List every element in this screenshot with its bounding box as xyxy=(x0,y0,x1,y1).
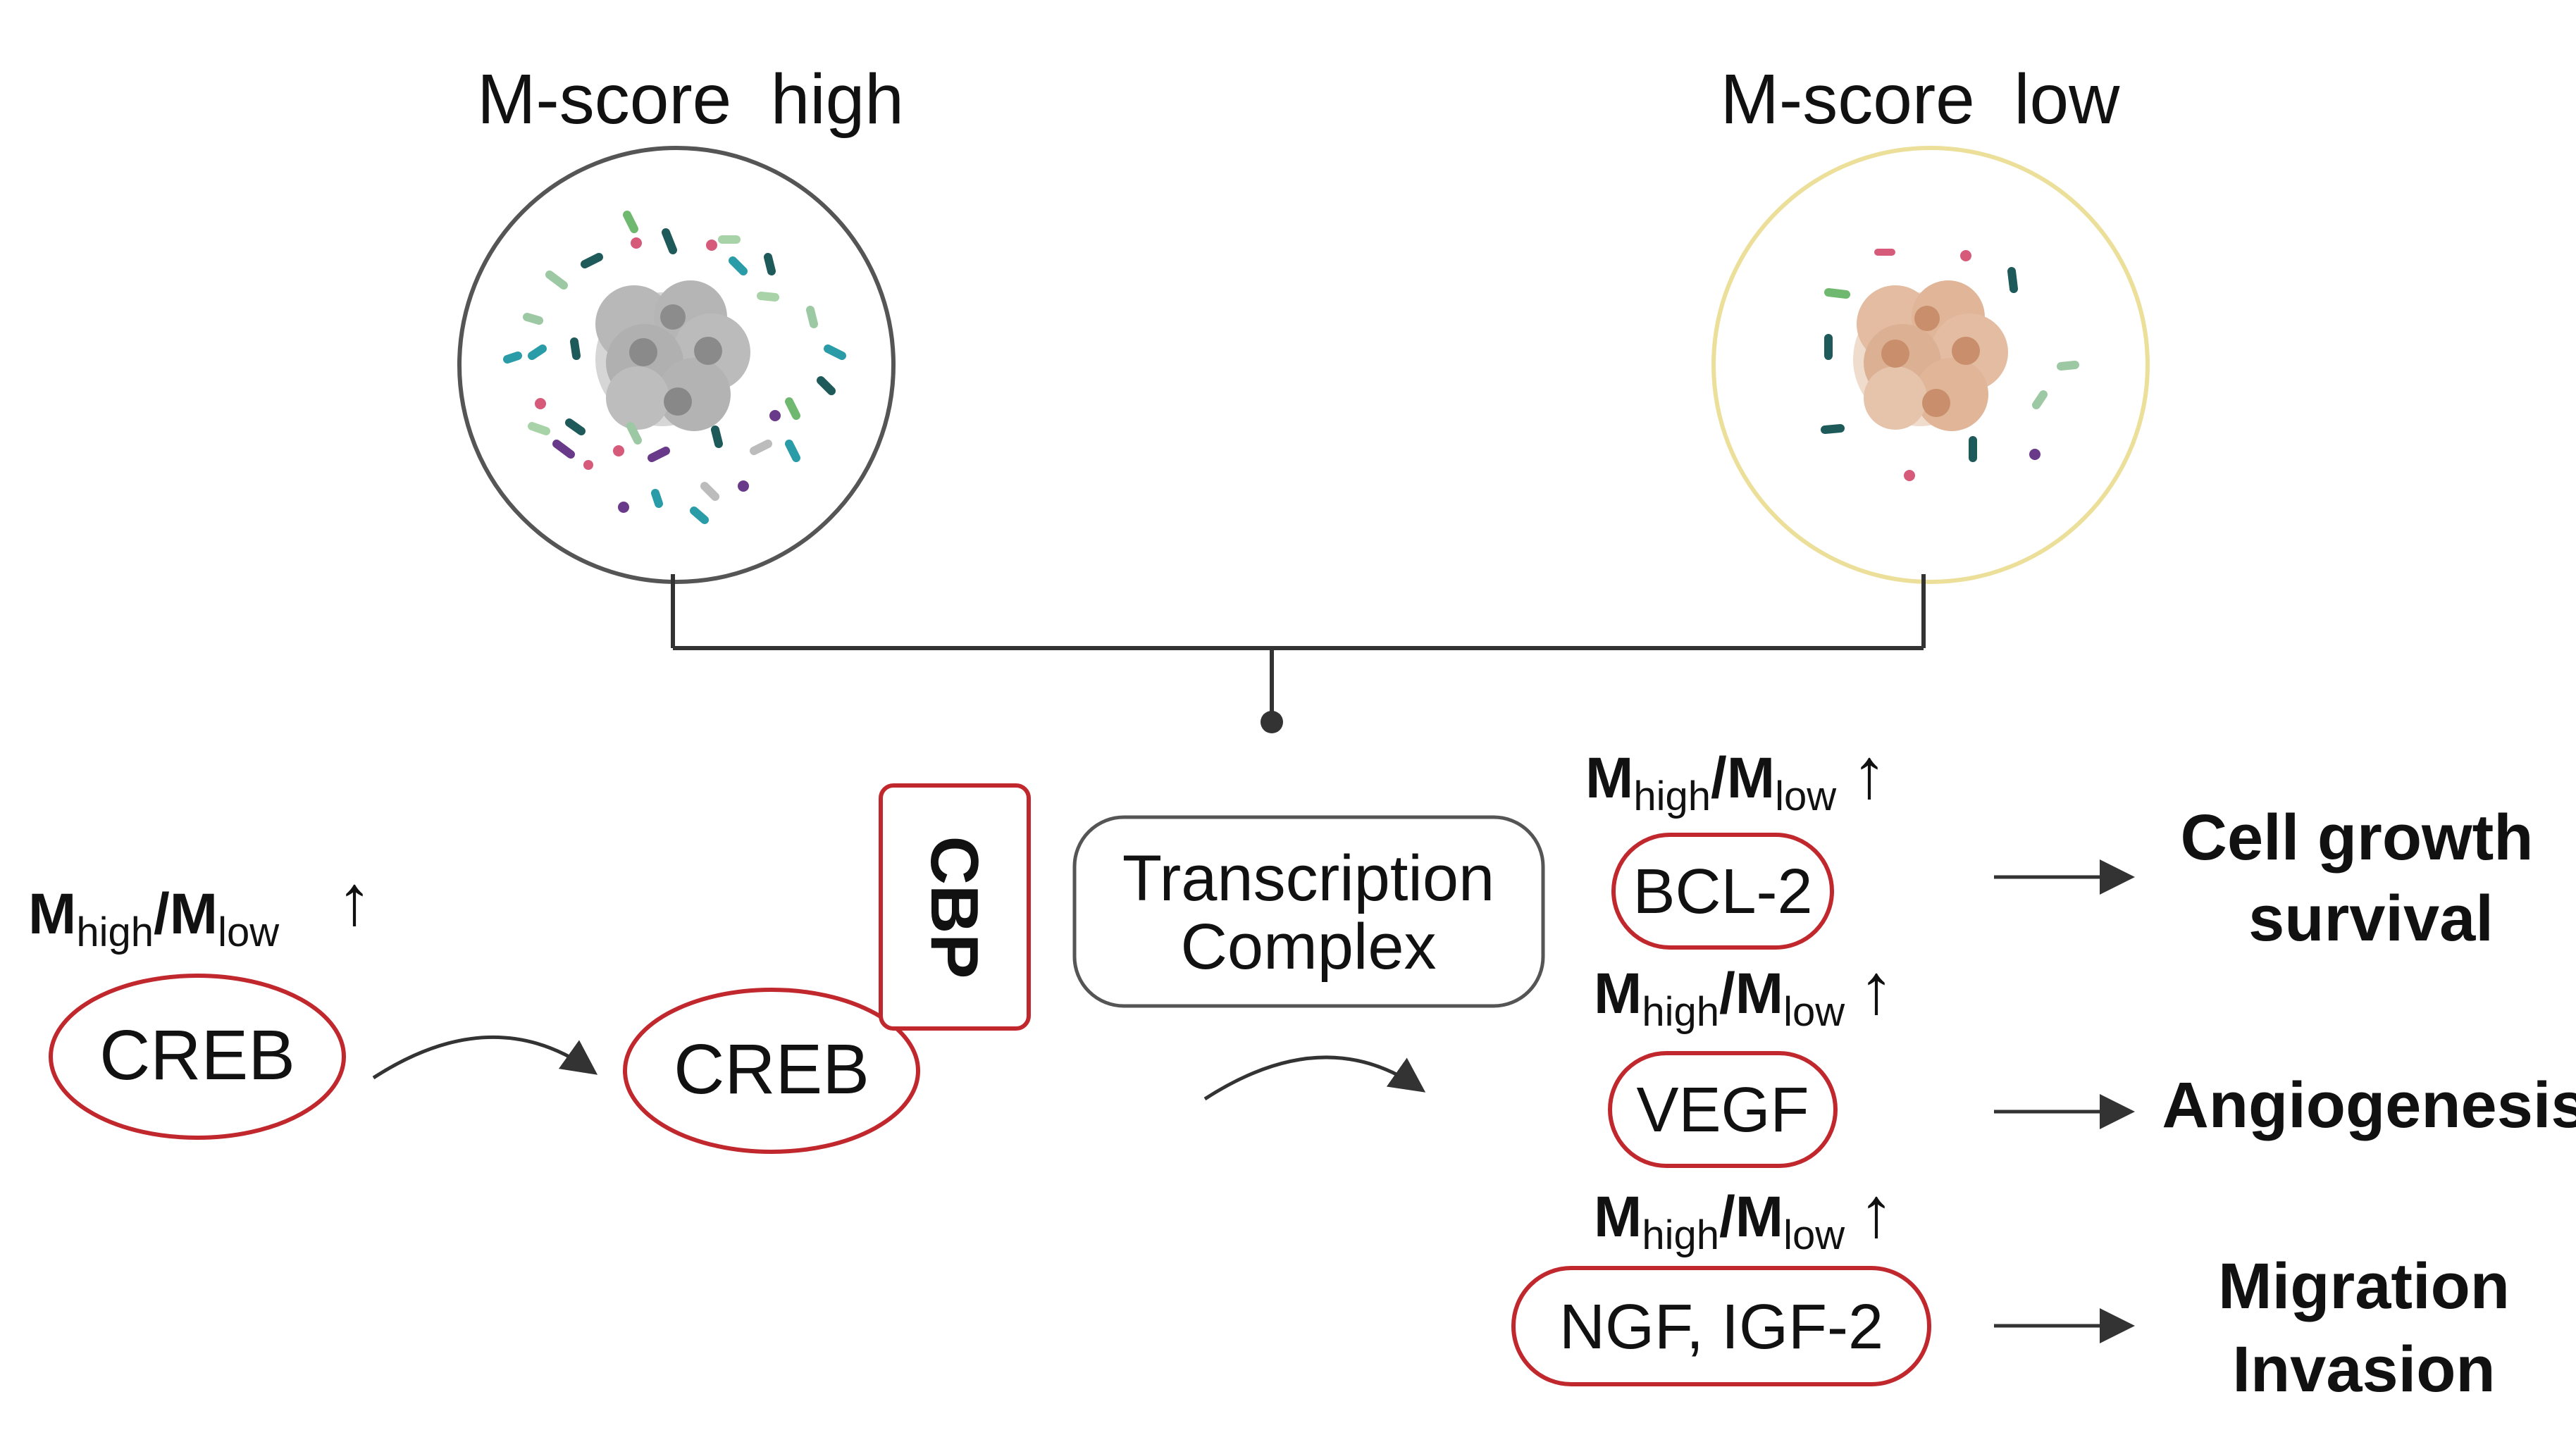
svg-text:Mhigh/Mlow: Mhigh/Mlow xyxy=(1585,746,1837,819)
creb-node-right: CREB xyxy=(623,988,920,1154)
bracket-endpoint-dot xyxy=(1261,711,1283,733)
up-arrow-icon: ↑ xyxy=(337,861,372,940)
outcome-cell-growth: Cell growth survival xyxy=(2181,802,2534,955)
svg-text:Mhigh/Mlow: Mhigh/Mlow xyxy=(1594,1185,1845,1258)
bacteria-high xyxy=(503,211,846,524)
svg-text:Migration: Migration xyxy=(2218,1250,2510,1322)
m-score-low-circle xyxy=(1711,146,2150,584)
ratio-label-vegf: Mhigh/Mlow ↑ xyxy=(1594,950,1894,1035)
svg-text:survival: survival xyxy=(2248,883,2494,955)
arrow-creb-to-creb xyxy=(372,1035,598,1080)
ratio-label-creb: Mhigh/Mlow ↑ xyxy=(28,861,372,955)
svg-text:Invasion: Invasion xyxy=(2232,1334,2495,1405)
tumor-cluster-gray xyxy=(595,280,750,431)
svg-text:BCL-2: BCL-2 xyxy=(1633,857,1812,927)
outcome-migration: Migration Invasion xyxy=(2218,1250,2510,1405)
ngf-igf2-node: NGF, IGF-2 xyxy=(1511,1266,1931,1386)
m-score-high-circle xyxy=(457,146,896,584)
svg-text:Cell growth: Cell growth xyxy=(2181,802,2534,874)
outcome-angiogenesis: Angiogenesis xyxy=(2162,1069,2576,1141)
tumor-cluster-tan xyxy=(1853,280,2008,431)
bcl2-node: BCL-2 xyxy=(1611,833,1834,950)
bacteria-low xyxy=(1821,249,2079,481)
arrow-complex-to-targets xyxy=(1203,1055,1426,1101)
svg-text:CREB: CREB xyxy=(99,1016,295,1095)
svg-text:NGF, IGF-2: NGF, IGF-2 xyxy=(1559,1292,1883,1362)
svg-text:Mhigh/Mlow: Mhigh/Mlow xyxy=(28,882,280,955)
m-score-low-title: M-score low xyxy=(1721,60,2121,139)
up-arrow-icon: ↑ xyxy=(1859,950,1894,1029)
cbp-node: CBP xyxy=(879,783,1031,1031)
svg-text:Transcription: Transcription xyxy=(1122,843,1494,914)
transcription-complex-node: Transcription Complex xyxy=(1072,815,1545,1008)
vegf-node: VEGF xyxy=(1608,1051,1838,1168)
m-score-high-title: M-score high xyxy=(477,60,904,139)
svg-text:CBP: CBP xyxy=(917,836,992,979)
up-arrow-icon: ↑ xyxy=(1859,1173,1894,1252)
up-arrow-icon: ↑ xyxy=(1852,734,1887,813)
merge-bracket xyxy=(671,574,1926,719)
ratio-label-bcl2: Mhigh/Mlow ↑ xyxy=(1585,734,1887,819)
svg-text:CREB: CREB xyxy=(674,1030,869,1109)
svg-text:Mhigh/Mlow: Mhigh/Mlow xyxy=(1594,962,1845,1035)
ratio-label-ngf: Mhigh/Mlow ↑ xyxy=(1594,1173,1894,1258)
svg-text:Complex: Complex xyxy=(1180,911,1436,983)
creb-node-left: CREB xyxy=(49,974,346,1140)
svg-text:VEGF: VEGF xyxy=(1636,1075,1809,1145)
